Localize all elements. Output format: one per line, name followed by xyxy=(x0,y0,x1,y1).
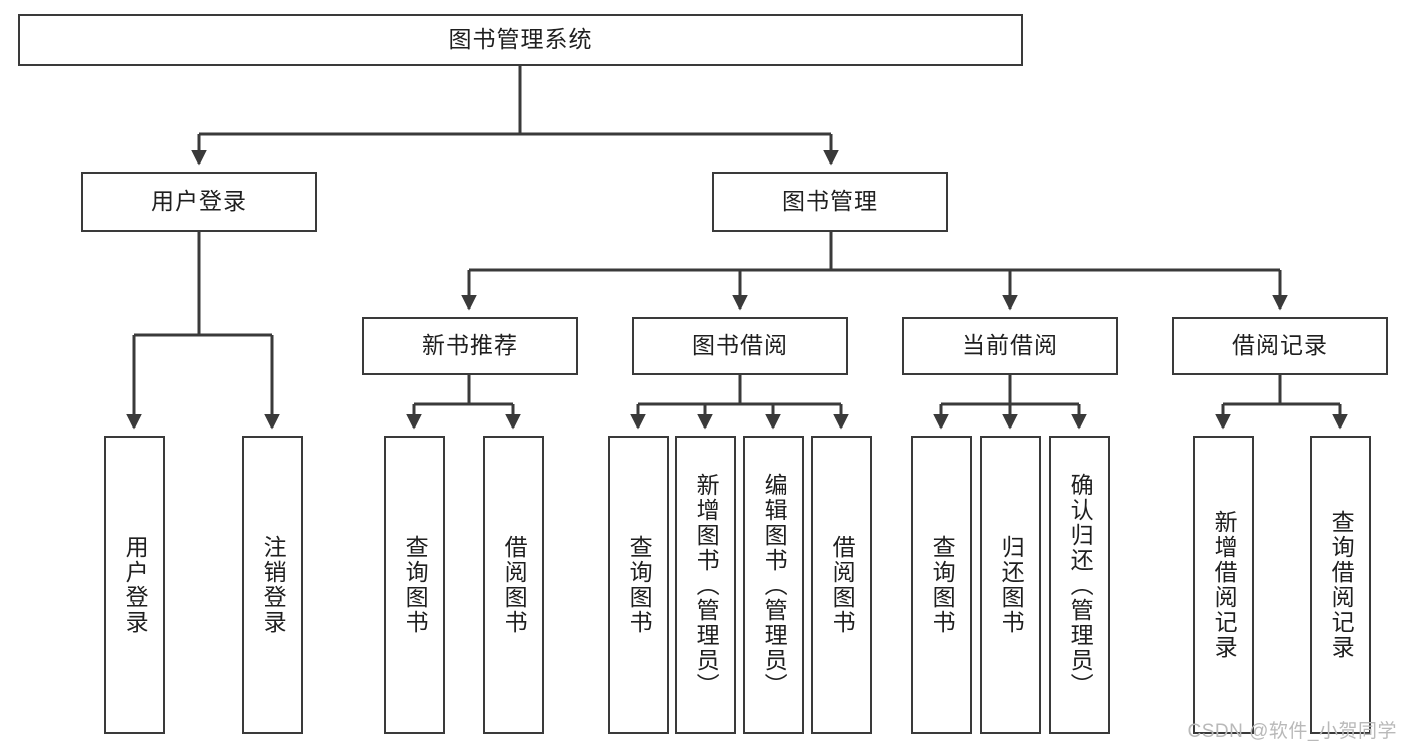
node-label: 图书管理系统 xyxy=(448,26,593,53)
node-label: 借阅图书 xyxy=(829,535,856,635)
node-label: 新书推荐 xyxy=(422,332,518,359)
leaf-query-book-current[interactable]: 查询图书 xyxy=(911,436,972,734)
node-label: 查询图书 xyxy=(929,535,956,635)
node-book-borrow[interactable]: 图书借阅 xyxy=(632,317,848,375)
node-label: 用户登录 xyxy=(151,188,247,215)
node-label: 用户登录 xyxy=(122,535,149,635)
node-label: 查询借阅记录 xyxy=(1328,510,1355,660)
leaf-query-book-borrow[interactable]: 查询图书 xyxy=(608,436,669,734)
leaf-borrow-book-new-recommend[interactable]: 借阅图书 xyxy=(483,436,544,734)
node-label: 确认归还（管理员） xyxy=(1067,472,1094,698)
leaf-user-login[interactable]: 用户登录 xyxy=(104,436,165,734)
node-current-borrow[interactable]: 当前借阅 xyxy=(902,317,1118,375)
node-label: 图书管理 xyxy=(782,188,878,215)
node-label: 图书借阅 xyxy=(692,332,788,359)
node-label: 查询图书 xyxy=(626,535,653,635)
leaf-return-book[interactable]: 归还图书 xyxy=(980,436,1041,734)
node-label: 当前借阅 xyxy=(962,332,1058,359)
node-label: 注销登录 xyxy=(260,535,287,635)
node-label: 新增图书（管理员） xyxy=(693,472,720,698)
node-label: 新增借阅记录 xyxy=(1211,510,1238,660)
leaf-add-borrow-record[interactable]: 新增借阅记录 xyxy=(1193,436,1254,734)
node-root-library-management-system[interactable]: 图书管理系统 xyxy=(18,14,1023,66)
leaf-query-book-new-recommend[interactable]: 查询图书 xyxy=(384,436,445,734)
leaf-borrow-book[interactable]: 借阅图书 xyxy=(811,436,872,734)
node-borrow-record[interactable]: 借阅记录 xyxy=(1172,317,1388,375)
node-label: 查询图书 xyxy=(402,535,429,635)
leaf-edit-book-admin[interactable]: 编辑图书（管理员） xyxy=(743,436,804,734)
leaf-add-book-admin[interactable]: 新增图书（管理员） xyxy=(675,436,736,734)
node-label: 编辑图书（管理员） xyxy=(761,472,788,698)
node-label: 借阅记录 xyxy=(1232,332,1328,359)
node-new-book-recommend[interactable]: 新书推荐 xyxy=(362,317,578,375)
node-label: 借阅图书 xyxy=(501,535,528,635)
node-user-login[interactable]: 用户登录 xyxy=(81,172,317,232)
leaf-confirm-return-admin[interactable]: 确认归还（管理员） xyxy=(1049,436,1110,734)
leaf-logout-login[interactable]: 注销登录 xyxy=(242,436,303,734)
node-label: 归还图书 xyxy=(998,535,1025,635)
leaf-query-borrow-record[interactable]: 查询借阅记录 xyxy=(1310,436,1371,734)
node-book-management[interactable]: 图书管理 xyxy=(712,172,948,232)
